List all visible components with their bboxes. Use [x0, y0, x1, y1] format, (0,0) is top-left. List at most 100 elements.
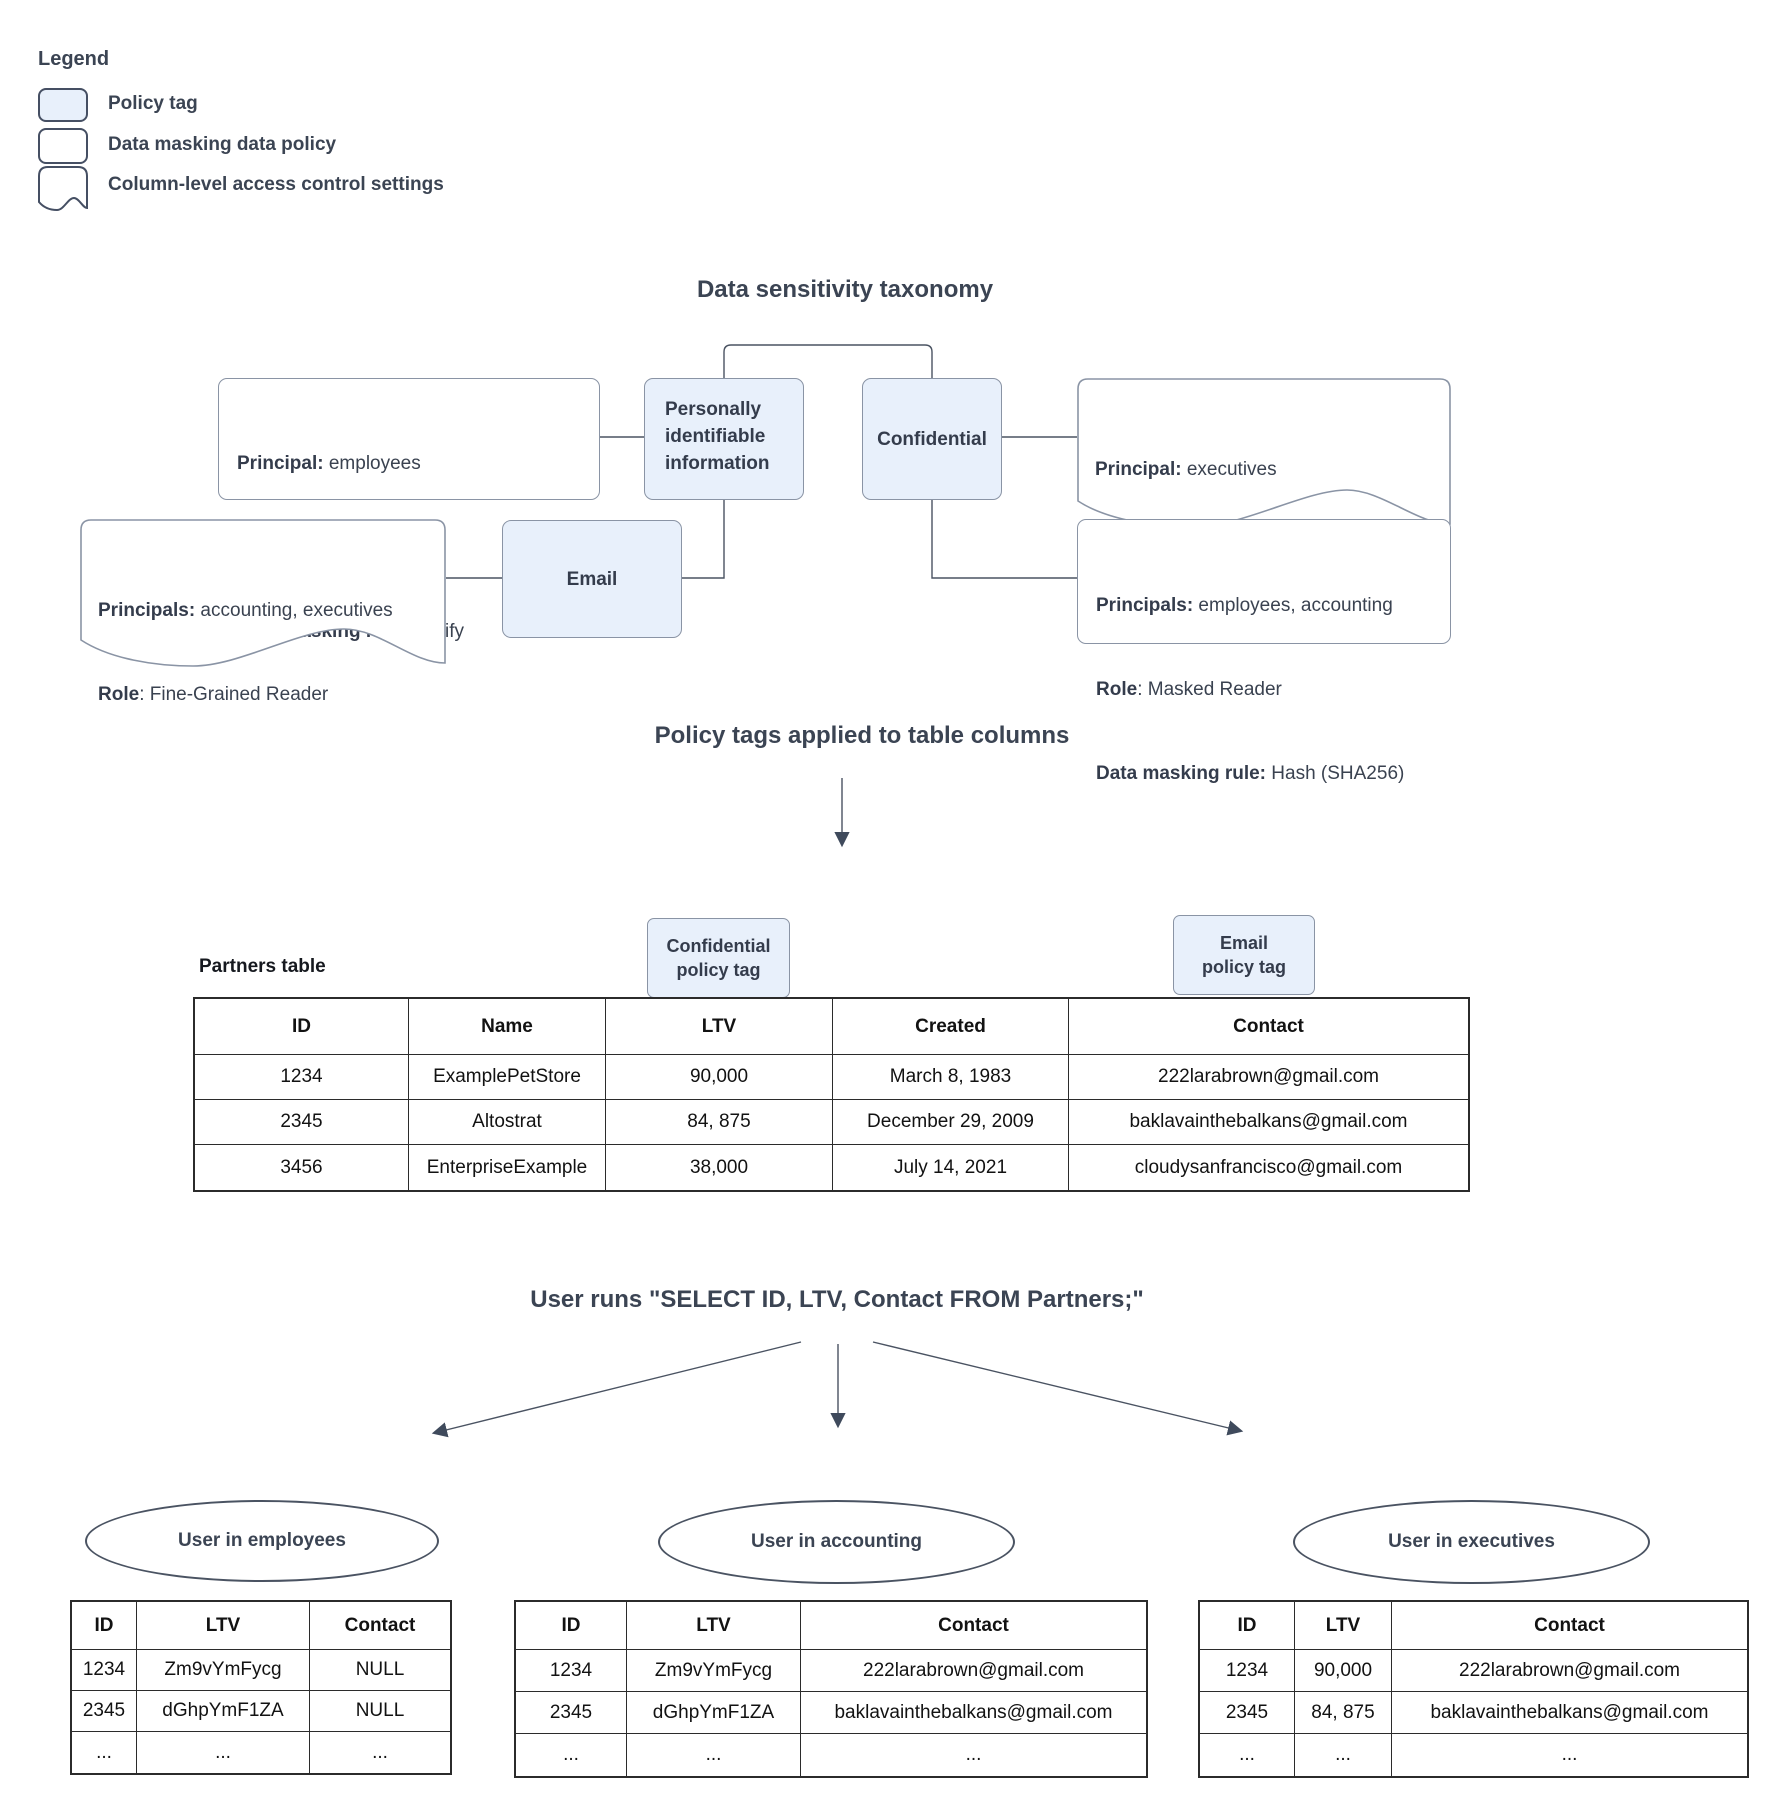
table-cell: 2345 — [1200, 1692, 1295, 1734]
table-cell: 84, 875 — [1295, 1692, 1392, 1734]
accounting-result-table: ID LTV Contact 1234 Zm9vYmFycg 222larabr… — [514, 1600, 1148, 1778]
query-title: User runs "SELECT ID, LTV, Contact FROM … — [530, 1286, 1144, 1313]
column-header: Contact — [1069, 999, 1468, 1055]
table-cell: dGhpYmF1ZA — [137, 1691, 310, 1732]
pii-policy-tag-label: Personally identifiable information — [665, 399, 770, 474]
executives-result-table: ID LTV Contact 1234 90,000 222larabrown@… — [1198, 1600, 1749, 1778]
tree-bracket-line — [723, 344, 933, 378]
legend-item-data-policy: Data masking data policy — [108, 134, 337, 155]
table-cell: 1234 — [1200, 1650, 1295, 1692]
table-cell: July 14, 2021 — [833, 1145, 1069, 1190]
pii-policy-tag: Personally identifiable information — [644, 378, 804, 500]
policy-line: Principals: accounting, executives — [98, 600, 393, 621]
connector-confidential-to-hash — [931, 500, 1077, 579]
table-cell: ... — [627, 1734, 801, 1776]
table-cell: ... — [516, 1734, 627, 1776]
table-cell: 222larabrown@gmail.com — [1069, 1055, 1468, 1100]
confidential-chip: Confidential policy tag — [647, 918, 790, 998]
table-cell: March 8, 1983 — [833, 1055, 1069, 1100]
column-header: ID — [72, 1602, 137, 1650]
column-header: ID — [195, 999, 409, 1055]
confidential-policy-tag: Confidential — [862, 378, 1002, 500]
policy-line: Principal: executives — [1095, 459, 1277, 480]
policy-line: Data masking rule: Hash (SHA256) — [1096, 763, 1405, 784]
table-cell: cloudysanfrancisco@gmail.com — [1069, 1145, 1468, 1190]
table-cell: 2345 — [72, 1691, 137, 1732]
user-accounting-label: User in accounting — [750, 1531, 923, 1552]
table-cell: Zm9vYmFycg — [627, 1650, 801, 1692]
table-cell: ... — [72, 1732, 137, 1773]
table-cell: NULL — [310, 1691, 450, 1732]
email-access-control-box: Principals: accounting, executives Role:… — [80, 519, 446, 705]
confidential-policy-tag-label: Confidential — [877, 428, 987, 450]
split-arrow-left-icon — [431, 1341, 802, 1438]
hash-data-policy-box: Principals: employees, accounting Role: … — [1077, 519, 1451, 784]
user-employees-label: User in employees — [178, 1530, 346, 1551]
policy-line: Principals: employees, accounting — [1096, 595, 1393, 616]
column-header: Name — [409, 999, 606, 1055]
table-cell: 84, 875 — [606, 1100, 833, 1145]
table-cell: baklavainthebalkans@gmail.com — [1069, 1100, 1468, 1145]
legend-policy-tag-swatch — [38, 88, 88, 122]
table-cell: ExamplePetStore — [409, 1055, 606, 1100]
table-cell: Zm9vYmFycg — [137, 1650, 310, 1691]
table-cell: Altostrat — [409, 1100, 606, 1145]
table-cell: 222larabrown@gmail.com — [801, 1650, 1146, 1692]
legend-item-policy-tag: Policy tag — [108, 93, 198, 114]
employees-result-table: ID LTV Contact 1234 Zm9vYmFycg NULL 2345… — [70, 1600, 452, 1775]
table-cell: 2345 — [195, 1100, 409, 1145]
table-cell: dGhpYmF1ZA — [627, 1692, 801, 1734]
table-cell: 222larabrown@gmail.com — [1392, 1650, 1747, 1692]
executives-access-control-box: Principal: executives Role: Fine-Grained… — [1077, 378, 1451, 564]
user-executives-ellipse: User in executives — [1293, 1500, 1650, 1584]
table-cell: 3456 — [195, 1145, 409, 1190]
table-cell: EnterpriseExample — [409, 1145, 606, 1190]
policy-line: Role: Fine-Grained Reader — [98, 684, 329, 705]
column-header: ID — [1200, 1602, 1295, 1650]
column-header: ID — [516, 1602, 627, 1650]
table-cell: ... — [1200, 1734, 1295, 1776]
column-header: LTV — [1295, 1602, 1392, 1650]
email-policy-tag-label: Email — [566, 568, 618, 590]
table-cell: December 29, 2009 — [833, 1100, 1069, 1145]
table-cell: ... — [1295, 1734, 1392, 1776]
column-header: LTV — [137, 1602, 310, 1650]
table-cell: 38,000 — [606, 1145, 833, 1190]
email-chip: Email policy tag — [1173, 915, 1315, 995]
document-shape-icon — [80, 519, 446, 667]
connector-email-to-pii — [682, 500, 725, 579]
document-shape-icon — [1077, 378, 1451, 528]
column-header: Contact — [801, 1602, 1146, 1650]
table-cell: 90,000 — [606, 1055, 833, 1100]
table-cell: 1234 — [72, 1650, 137, 1691]
user-executives-label: User in executives — [1388, 1531, 1555, 1552]
table-cell: ... — [137, 1732, 310, 1773]
table-cell: 1234 — [195, 1055, 409, 1100]
split-arrow-right-icon — [872, 1341, 1244, 1436]
table-cell: ... — [310, 1732, 450, 1773]
table-cell: 90,000 — [1295, 1650, 1392, 1692]
policy-line: Role: Masked Reader — [1096, 679, 1282, 700]
table-cell: 2345 — [516, 1692, 627, 1734]
table-cell: ... — [801, 1734, 1146, 1776]
table-cell: baklavainthebalkans@gmail.com — [1392, 1692, 1747, 1734]
user-employees-ellipse: User in employees — [85, 1500, 439, 1582]
applied-section-title: Policy tags applied to table columns — [654, 722, 1070, 749]
table-cell: 1234 — [516, 1650, 627, 1692]
document-shape-icon — [38, 166, 88, 212]
nullify-data-policy-box: Principal: employees Role: Masked Reader… — [218, 378, 600, 642]
legend-data-policy-swatch — [38, 128, 88, 164]
column-header: Created — [833, 999, 1069, 1055]
column-header: Contact — [1392, 1602, 1747, 1650]
user-accounting-ellipse: User in accounting — [658, 1500, 1015, 1584]
partners-table: ID Name LTV Created Contact 1234 Example… — [193, 997, 1470, 1192]
column-header: LTV — [627, 1602, 801, 1650]
legend-access-control-swatch — [38, 166, 90, 214]
column-header: LTV — [606, 999, 833, 1055]
legend-title: Legend — [38, 48, 110, 70]
table-cell: NULL — [310, 1650, 450, 1691]
column-header: Contact — [310, 1602, 450, 1650]
table-cell: ... — [1392, 1734, 1747, 1776]
